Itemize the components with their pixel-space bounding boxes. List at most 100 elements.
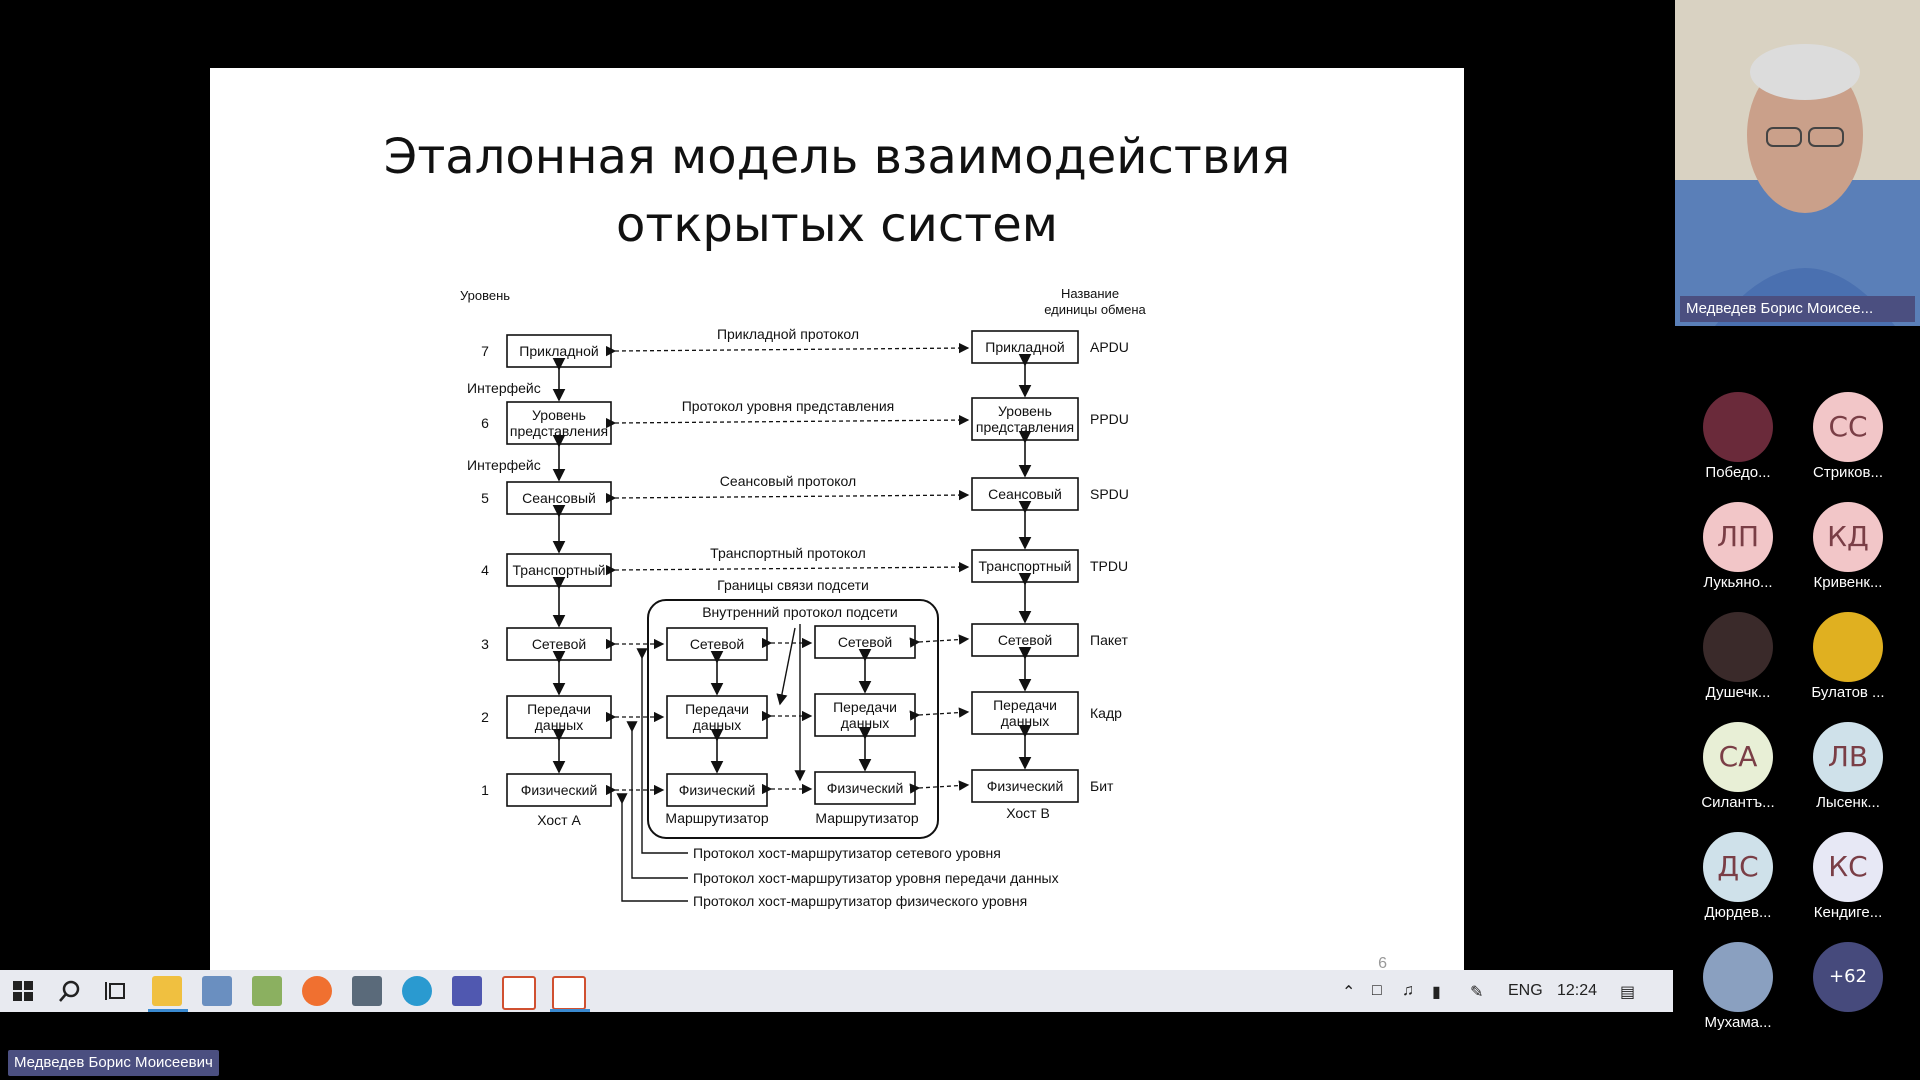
windows-taskbar: ⌃ □ ♫ ▮ ✎ ENG 12:24 ▤ <box>0 970 1673 1012</box>
participant-tile[interactable]: КС Кендиге... <box>1793 828 1903 928</box>
participant-tile[interactable]: ДС Дюрдев... <box>1683 828 1793 928</box>
subnet-boundary-label: Границы связи подсети <box>717 577 869 593</box>
interface-label: Интерфейс <box>467 457 541 473</box>
slide-title-line2: открытых систем <box>616 197 1058 253</box>
level-header: Уровень <box>460 288 510 303</box>
participant-tile[interactable]: СС Стриков... <box>1793 388 1903 488</box>
windows-start-icon[interactable] <box>8 976 38 1006</box>
clock[interactable]: 12:24 <box>1557 982 1598 999</box>
unit-header-line1: Название <box>1061 286 1119 301</box>
peer-protocol-label: Прикладной протокол <box>717 326 859 342</box>
participant-avatar <box>1813 612 1883 682</box>
host-b-layer-box-label-line2: данных <box>1001 713 1049 729</box>
peer-protocol-arrow <box>605 489 970 504</box>
participant-tile[interactable]: +62 <box>1793 938 1903 1038</box>
router-2-label: Маршрутизатор <box>815 810 918 826</box>
level-number: 4 <box>481 562 489 578</box>
participant-tile[interactable]: Победо... <box>1683 388 1793 488</box>
pen-icon[interactable]: ✎ <box>1470 984 1484 1001</box>
router-2-layer-box-label: Физический <box>827 780 904 796</box>
host-b-layer-box <box>971 769 1079 803</box>
pdf-icon[interactable] <box>502 976 536 1010</box>
host-b-layer-box-label-line1: Передачи <box>993 697 1057 713</box>
participant-name: Дюрдев... <box>1704 904 1772 921</box>
active-app-indicator <box>148 1009 188 1012</box>
participant-name: Булатов ... <box>1811 684 1885 701</box>
subnet-protocol-label: Внутренний протокол подсети <box>702 604 898 620</box>
participant-avatar <box>1703 612 1773 682</box>
participant-name: Мухама... <box>1704 1014 1772 1031</box>
slide-title-line1: Эталонная модель взаимодействия <box>383 129 1291 185</box>
tray-chevron-icon[interactable]: ⌃ <box>1342 984 1356 1001</box>
app-icon-2[interactable] <box>252 976 282 1006</box>
exchange-unit-label: PPDU <box>1090 411 1129 427</box>
presenter-label: Медведев Борис Моисеевич <box>8 1050 219 1076</box>
host-b-layer-box-label-line1: Уровень <box>998 403 1052 419</box>
host-router-protocol-label: Протокол хост-маршрутизатор сетевого уро… <box>693 845 1001 861</box>
participant-name: Кендиге... <box>1813 904 1883 921</box>
exchange-unit-label: SPDU <box>1090 486 1129 502</box>
volume-icon[interactable]: ♫ <box>1402 982 1414 999</box>
host-a-layer-box <box>506 773 612 807</box>
speaker-video[interactable]: Медведев Борис Моисее... <box>1675 0 1920 326</box>
participant-tile[interactable]: ЛП Лукьяно... <box>1683 498 1793 598</box>
task-view-icon[interactable] <box>102 976 132 1006</box>
participant-name: Победо... <box>1705 464 1771 481</box>
search-icon[interactable] <box>55 976 85 1006</box>
host-router-protocol-label: Протокол хост-маршрутизатор уровня перед… <box>693 870 1059 886</box>
host-a-layer-box-label: Сеансовый <box>522 490 596 506</box>
subnet-inner-arrow-2 <box>776 627 796 706</box>
exchange-unit-label: APDU <box>1090 339 1129 355</box>
teams-icon[interactable] <box>452 976 482 1006</box>
notifications-icon[interactable]: ▤ <box>1620 984 1636 1001</box>
calculator-icon[interactable] <box>352 976 382 1006</box>
language-indicator[interactable]: ENG <box>1508 982 1543 999</box>
host-router-protocol-line <box>616 793 688 902</box>
battery-icon[interactable]: ▮ <box>1432 984 1441 1001</box>
participant-avatar: ДС <box>1703 832 1773 902</box>
pdf-icon-2[interactable] <box>552 976 586 1010</box>
participant-avatar: ЛП <box>1703 502 1773 572</box>
level-number: 5 <box>481 490 489 506</box>
participant-avatar: КС <box>1813 832 1883 902</box>
host-a-layer-box-label-line2: данных <box>535 717 583 733</box>
slide-title: Эталонная модель взаимодействия открытых… <box>210 123 1464 259</box>
participant-tile[interactable]: Душечк... <box>1683 608 1793 708</box>
participant-name: Лысенк... <box>1816 794 1880 811</box>
router-2-layer-box-label: Сетевой <box>838 634 892 650</box>
participant-avatar: СА <box>1703 722 1773 792</box>
host-b-layer-box-label-line2: представления <box>976 419 1074 435</box>
app-icon[interactable] <box>202 976 232 1006</box>
host-a-layer-box-label-line1: Передачи <box>527 701 591 717</box>
firefox-icon[interactable] <box>302 976 332 1006</box>
peer-protocol-arrow <box>605 561 970 576</box>
peer-protocol-label: Транспортный протокол <box>710 545 866 561</box>
router-host-arrow <box>909 634 970 648</box>
host-b-layer-box-label: Прикладной <box>985 339 1064 355</box>
meet-now-icon[interactable]: □ <box>1372 982 1382 999</box>
level-number: 1 <box>481 782 489 798</box>
host-router-protocol-label: Протокол хост-маршрутизатор физического … <box>693 893 1027 909</box>
participant-avatar: СС <box>1813 392 1883 462</box>
host-router-protocol-line <box>626 721 688 879</box>
peer-protocol-arrow <box>605 342 970 357</box>
host-a-layer-box-label-line1: Уровень <box>532 407 586 423</box>
participant-name: Кривенк... <box>1813 574 1883 591</box>
host-b-label: Хост В <box>1006 805 1050 821</box>
participant-name: Стриков... <box>1813 464 1883 481</box>
router-1-layer-box-label-line1: Передачи <box>685 701 749 717</box>
host-a-layer-box-label-line2: представления <box>510 423 608 439</box>
participant-name: Лукьяно... <box>1703 574 1773 591</box>
participant-tile[interactable]: Мухама... <box>1683 938 1793 1038</box>
speaker-name: Медведев Борис Моисее... <box>1680 296 1915 322</box>
file-explorer-icon[interactable] <box>152 976 182 1006</box>
participant-tile[interactable]: Булатов ... <box>1793 608 1903 708</box>
exchange-unit-label: Бит <box>1090 778 1114 794</box>
level-number: 6 <box>481 415 489 431</box>
router-2-layer-box-label-line1: Передачи <box>833 699 897 715</box>
edge-icon[interactable] <box>402 976 432 1006</box>
